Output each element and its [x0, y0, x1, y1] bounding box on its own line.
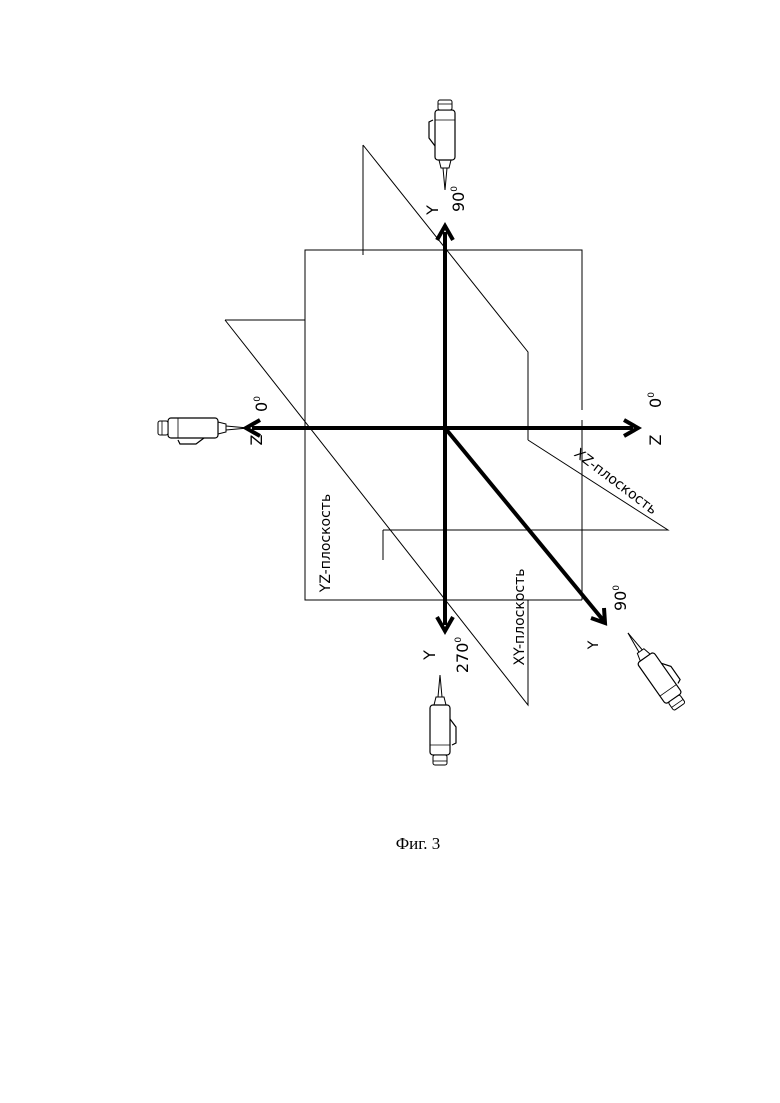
- label-z-right-angle: 00: [646, 392, 665, 408]
- label-z-left-angle: 00: [252, 396, 271, 412]
- label-y-diagonal-angle: 900: [611, 585, 630, 611]
- label-z-right: Z: [646, 434, 665, 445]
- label-yz-plane: YZ-плоскость: [318, 494, 334, 593]
- svg-text:XY-плоскость: XY-плоскость: [512, 568, 528, 665]
- xy-plane: [225, 320, 528, 705]
- svg-text:2700: 2700: [453, 637, 472, 674]
- label-y-up: Y: [423, 205, 442, 216]
- label-y-diagonal: Y: [586, 640, 602, 650]
- svg-text:Y: Y: [420, 650, 439, 661]
- label-z-left: Z: [247, 434, 266, 445]
- svg-text:Z: Z: [247, 434, 266, 445]
- figure-caption: Фиг. 3: [396, 834, 441, 853]
- svg-text:900: 900: [449, 186, 468, 212]
- gun-icon-diagonal: [620, 624, 693, 713]
- label-xy-plane: XY-плоскость: [512, 568, 528, 665]
- gun-icon-top: [429, 100, 455, 190]
- svg-text:Y: Y: [423, 205, 442, 216]
- svg-text:Y: Y: [586, 640, 602, 650]
- label-xz-plane: XZ-плоскость: [571, 445, 660, 518]
- svg-text:00: 00: [252, 396, 271, 412]
- gun-icon-left: [158, 418, 248, 444]
- xz-plane: [363, 145, 668, 560]
- svg-text:YZ-плоскость: YZ-плоскость: [318, 494, 334, 593]
- svg-text:Z: Z: [646, 434, 665, 445]
- svg-text:00: 00: [646, 392, 665, 408]
- label-y-down: Y: [420, 650, 439, 661]
- gun-icon-bottom: [430, 675, 456, 765]
- label-y-down-angle: 2700: [453, 637, 472, 674]
- svg-text:900: 900: [611, 585, 630, 611]
- svg-text:XZ-плоскость: XZ-плоскость: [571, 445, 660, 518]
- label-y-up-angle: 900: [449, 186, 468, 212]
